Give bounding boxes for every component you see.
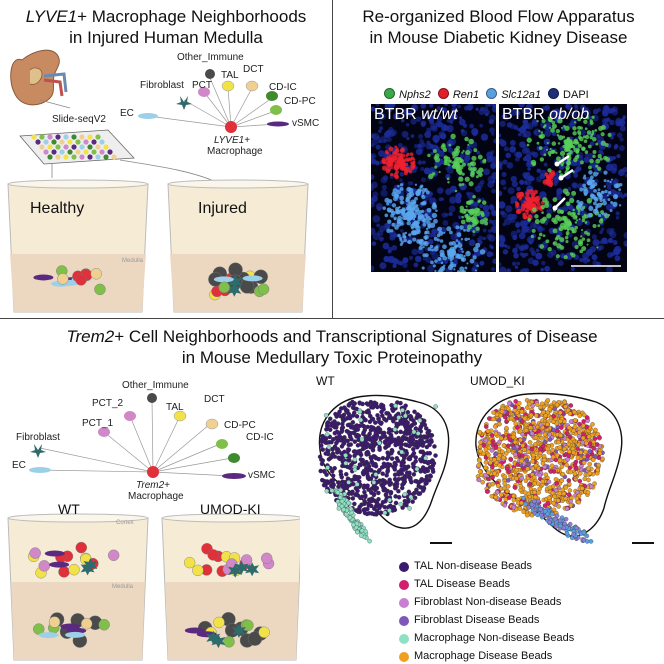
c-neighbor-pct1: PCT_1	[82, 418, 114, 429]
neighbor-label-cd-pc: CD-PC	[284, 96, 316, 107]
panel-b-title: Re-organized Blood Flow Apparatus in Mou…	[362, 7, 635, 47]
panel-c-cell-network	[29, 393, 246, 479]
legend-tal-disease: TAL Disease Beads	[414, 578, 510, 590]
legend-dot-tal-disease	[399, 580, 409, 590]
c-neighbor-vsmc: vSMC	[248, 470, 276, 481]
spatial-map-umod-ki	[475, 392, 623, 544]
region-label-medulla: Medulla	[122, 258, 144, 264]
center-macrophage-label: LYVE1+Macrophage	[207, 135, 263, 157]
legend-mac-disease: Macrophage Disease Beads	[414, 650, 553, 662]
map-label-wt: WT	[316, 374, 335, 388]
panel-a-cell-network	[138, 69, 289, 133]
microscopy-legend: Nphs2 Ren1 Slc12a1 DAPI	[384, 88, 589, 101]
legend-dot-fib-disease	[399, 616, 409, 626]
nphs2-dot	[384, 88, 395, 99]
c-neighbor-tal: TAL	[166, 402, 184, 413]
legend-mac-nondisease: Macrophage Non-disease Beads	[414, 632, 575, 644]
panel-a-title: LYVE1+ Macrophage Neighborhoods in Injur…	[25, 7, 307, 47]
c-neighbor-cd-ic: CD-IC	[246, 432, 274, 443]
c-neighbor-cd-pc: CD-PC	[224, 420, 256, 431]
neighbor-label-dct: DCT	[243, 64, 264, 75]
panel-c-title: Trem2+ Cell Neighborhoods and Transcript…	[66, 327, 598, 367]
cup-label-wt: WT	[58, 501, 80, 517]
legend-dot-fib-nondisease	[399, 598, 409, 608]
vertical-divider	[332, 0, 333, 318]
kidney-icon	[10, 49, 68, 106]
neighbor-label-pct: PCT	[192, 80, 212, 91]
injured-cup	[167, 179, 309, 313]
umod-cup	[161, 513, 300, 661]
neighbor-label-cd-ic: CD-IC	[269, 82, 297, 93]
legend-tal-nondisease: TAL Non-disease Beads	[414, 560, 533, 572]
cup-region-medulla-wt: Medulla	[112, 584, 134, 590]
slc12a1-dot	[486, 88, 498, 99]
panel-c-graphic	[7, 393, 300, 661]
cup-label-umod-ki: UMOD-KI	[200, 501, 261, 517]
microscopy-image-obob: BTBR ob/ob	[499, 104, 627, 272]
neighbor-label-other-immune: Other_Immune	[177, 52, 244, 63]
genotype-label-obob: BTBR ob/ob	[502, 106, 590, 123]
method-label: Slide-seqV2	[52, 114, 106, 125]
legend-fib-disease: Fibroblast Disease Beads	[414, 614, 540, 626]
neighbor-label-ec: EC	[120, 108, 134, 119]
c-neighbor-fibroblast: Fibroblast	[16, 432, 60, 443]
scale-bar-umod	[632, 542, 654, 544]
neighbor-label-vsmc: vSMC	[292, 118, 320, 129]
genotype-label-wt: BTBR wt/wt	[374, 106, 458, 123]
ren1-dot	[437, 88, 449, 99]
cup-label-injured: Injured	[198, 200, 247, 217]
c-neighbor-dct: DCT	[204, 394, 225, 405]
legend-dot-mac-nondisease	[399, 634, 409, 644]
c-center-macrophage-label: Trem2+Macrophage	[128, 480, 184, 502]
c-neighbor-pct2: PCT_2	[92, 398, 124, 409]
spatial-map-wt	[317, 394, 450, 544]
healthy-cup	[7, 179, 149, 313]
map-label-umod-ki: UMOD_KI	[470, 374, 525, 388]
legend-dot-mac-disease	[399, 652, 409, 662]
slide-array-icon	[19, 129, 135, 165]
wt-cup	[7, 513, 149, 661]
neighbor-label-tal: TAL	[221, 70, 239, 81]
microscopy-image-wt: BTBR wt/wt	[371, 104, 496, 272]
cup-label-healthy: Healthy	[30, 200, 85, 217]
panel-a-graphic	[7, 49, 309, 313]
horizontal-divider	[0, 318, 664, 319]
legend-dot-tal-nondisease	[399, 562, 409, 572]
legend-fib-nondisease: Fibroblast Non-disease Beads	[414, 596, 562, 608]
neighbor-label-fibroblast: Fibroblast	[140, 80, 184, 91]
dapi-dot	[548, 88, 560, 99]
c-neighbor-other-immune: Other_Immune	[122, 380, 189, 391]
c-neighbor-ec: EC	[12, 460, 26, 471]
cup-region-cortex-wt: Cortex	[116, 520, 134, 526]
scale-bar-wt	[430, 542, 452, 544]
